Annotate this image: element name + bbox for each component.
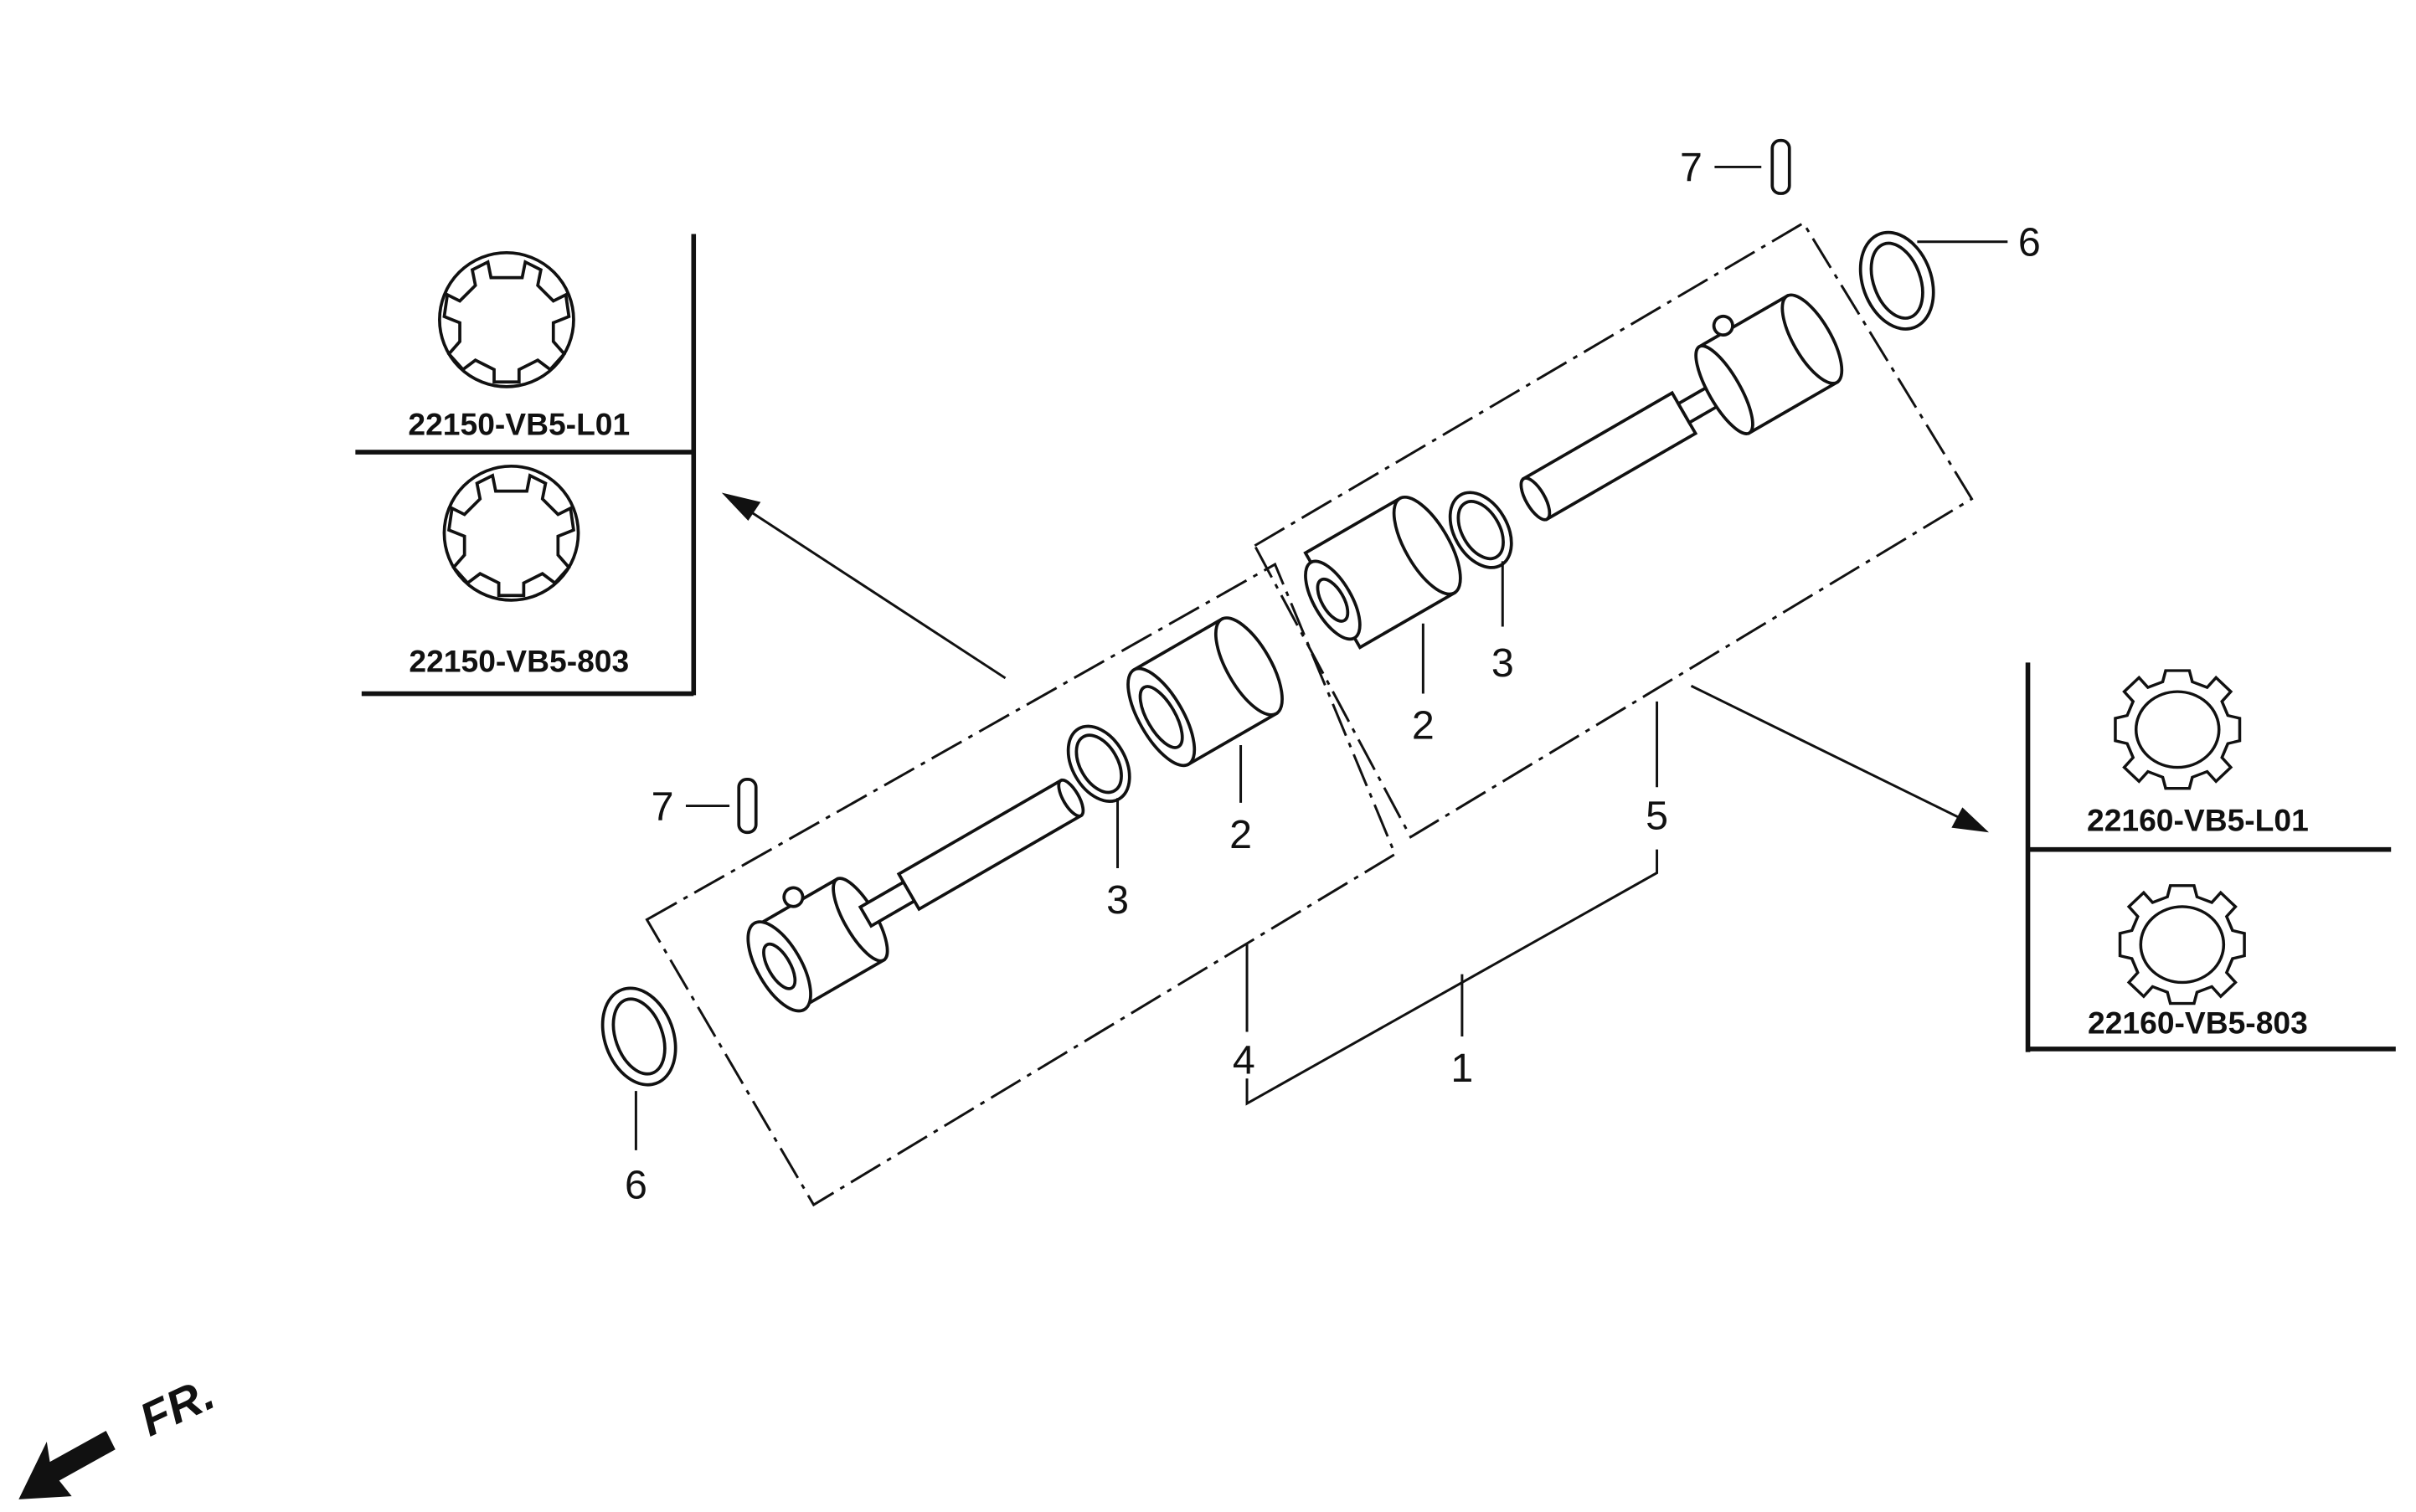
- callout-4[interactable]: 4: [1233, 1038, 1255, 1083]
- boot-2-right: [1303, 495, 1462, 650]
- callout-7-top[interactable]: 7: [1680, 145, 1703, 190]
- callout-6-top[interactable]: 6: [2018, 220, 2041, 265]
- left-inset-panel: 22150-VB5-L01 22150-VB5-803: [355, 234, 697, 697]
- callout-2-right[interactable]: 2: [1412, 703, 1435, 748]
- callout-3-right[interactable]: 3: [1491, 640, 1514, 686]
- part-number-22160-803[interactable]: 22160-VB5-803: [2088, 1005, 2308, 1040]
- pin-7-left: [737, 778, 758, 835]
- ring-3-left: [1066, 724, 1131, 803]
- inner-spline-icon: [442, 464, 580, 602]
- right-inset-panel: 22160-VB5-L01 22160-VB5-803: [2025, 662, 2396, 1052]
- callout-7-left[interactable]: 7: [652, 784, 674, 829]
- assembly-4-outline: [645, 562, 1397, 1207]
- arrow-to-right-inset: [1690, 684, 1990, 833]
- boot-2-left: [1126, 616, 1284, 768]
- arrow-to-left-inset: [721, 492, 1007, 680]
- inner-spline-icon: [438, 250, 575, 388]
- callout-5[interactable]: 5: [1646, 793, 1668, 838]
- outer-spline-icon: [2118, 884, 2246, 1005]
- callout-2-left[interactable]: 2: [1229, 812, 1252, 857]
- clamp-6-left: [600, 986, 677, 1087]
- part-number-22150-l01[interactable]: 22150-VB5-L01: [408, 407, 630, 442]
- front-yoke-shaft: [746, 778, 1085, 1013]
- rear-yoke-shaft: [1519, 293, 1844, 522]
- front-direction-arrow-icon: FR.: [18, 1366, 222, 1499]
- assembly-5-outline: [1253, 221, 1974, 839]
- leader-lines: [634, 165, 2008, 1150]
- pin-7-right: [1770, 138, 1791, 195]
- callout-6-left[interactable]: 6: [625, 1163, 647, 1208]
- part-number-22160-l01[interactable]: 22160-VB5-L01: [2087, 802, 2309, 837]
- outer-spline-icon: [2114, 669, 2242, 790]
- callout-3-left[interactable]: 3: [1106, 877, 1129, 923]
- callout-1[interactable]: 1: [1450, 1046, 1473, 1091]
- clamp-6-right: [1858, 230, 1935, 331]
- part-number-22150-803[interactable]: 22150-VB5-803: [409, 643, 629, 678]
- ring-3-right: [1448, 491, 1513, 569]
- front-label: FR.: [131, 1366, 222, 1446]
